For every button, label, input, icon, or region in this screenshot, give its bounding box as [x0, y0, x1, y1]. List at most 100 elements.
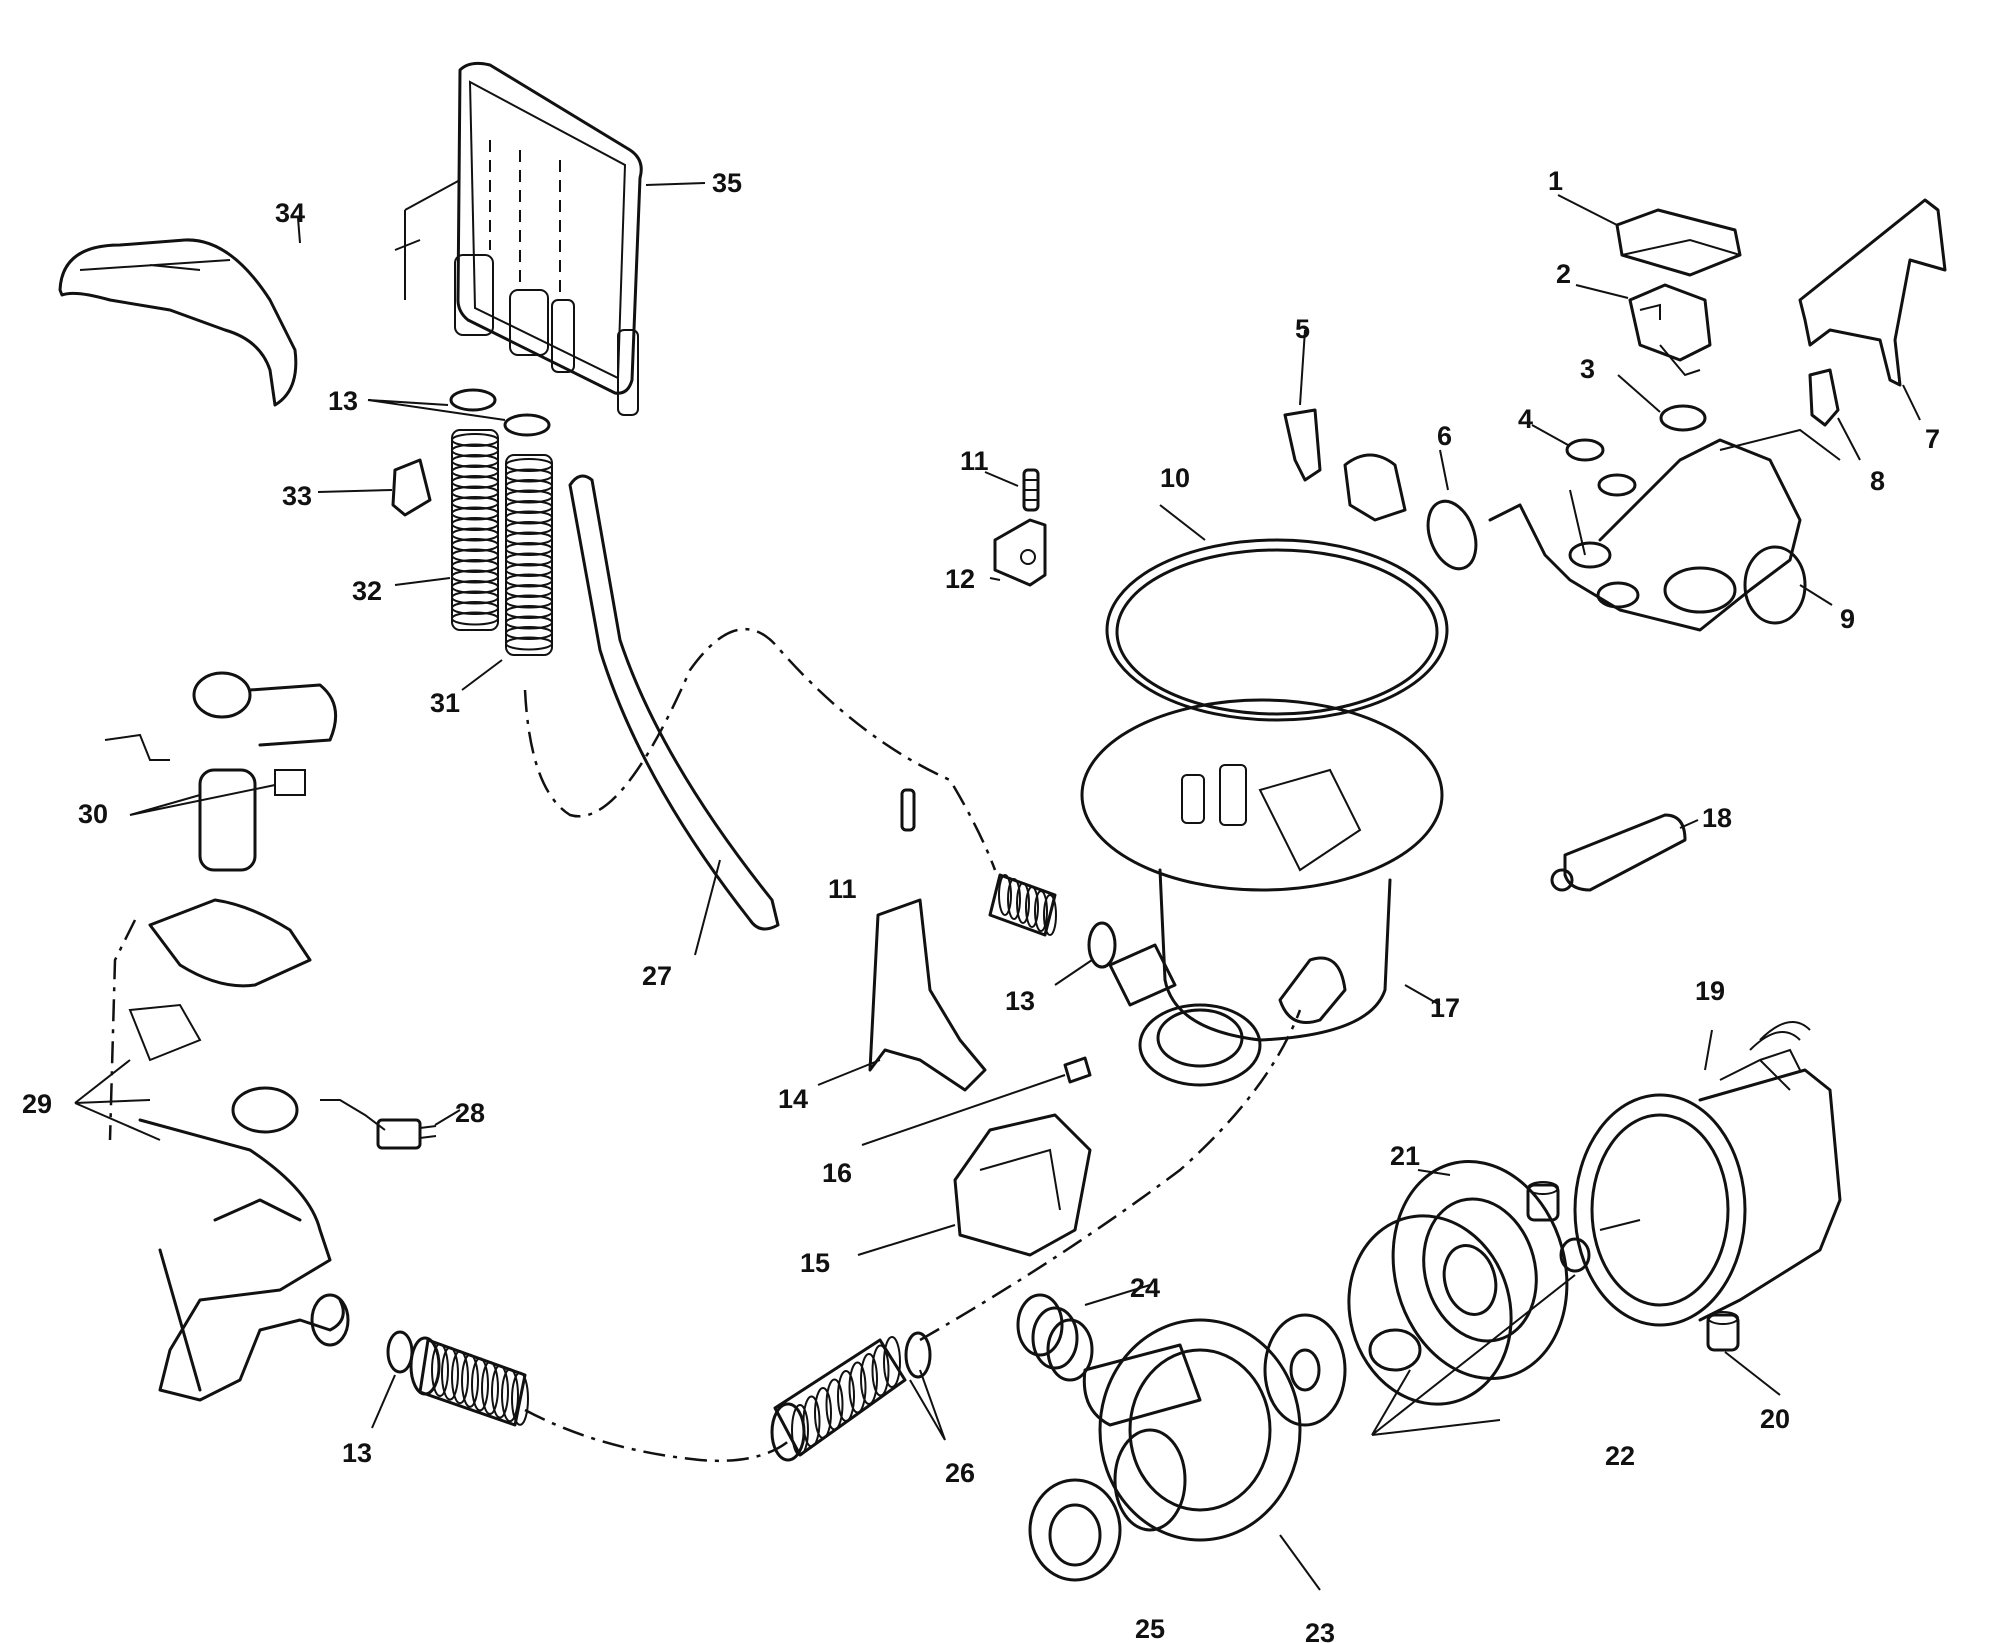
callout-25: 25: [1135, 1614, 1165, 1643]
coil-ring: [505, 594, 553, 609]
part-13-mid-hose: [988, 873, 1117, 969]
callout-16: 16: [822, 1158, 852, 1188]
callout-26: 26: [945, 1458, 975, 1488]
coil-ring: [431, 1343, 449, 1397]
coil-ring: [451, 1350, 469, 1405]
hose-ribs: [431, 874, 1057, 1456]
callout-32: 32: [352, 576, 382, 606]
leader-lines: [74, 182, 1921, 1591]
callout-31: 31: [430, 688, 460, 718]
coil-ring: [814, 1387, 832, 1439]
callout-33: 33: [282, 481, 312, 511]
coil-ring: [501, 1368, 519, 1423]
bellows-coils: [451, 433, 553, 651]
coil-ring: [451, 443, 499, 458]
coil-ring: [1007, 878, 1021, 920]
coil-ring: [451, 590, 499, 605]
callout-22: 22: [1605, 1441, 1635, 1471]
coil-ring: [883, 1336, 901, 1388]
callout-11-upper: 11: [960, 446, 989, 476]
part-4-oring: [1565, 438, 1637, 497]
part-22-seal-ring: [1347, 1214, 1591, 1406]
coil-ring: [451, 517, 499, 531]
coil-ring: [451, 538, 499, 552]
coil-ring: [837, 1370, 855, 1422]
part-25-coupling: [1028, 1478, 1122, 1582]
part-27-hose: [568, 474, 780, 931]
part-15-drain-pump: [953, 1113, 1092, 1257]
coil-ring: [451, 559, 499, 573]
part-13-top-orings: [449, 388, 551, 437]
part-21-pump-housing: [1391, 1159, 1569, 1381]
part-10-gasket: [1105, 538, 1449, 722]
coil-ring: [451, 548, 499, 563]
callout-15: 15: [800, 1248, 830, 1278]
callout-21: 21: [1390, 1141, 1420, 1171]
callout-7: 7: [1925, 424, 1940, 454]
coil-ring: [451, 475, 499, 489]
coil-ring: [505, 605, 553, 619]
coil-ring: [505, 584, 553, 598]
part-8-clip: [1808, 368, 1840, 427]
part-24-spring: [1016, 1293, 1094, 1382]
coil-ring: [1025, 886, 1039, 928]
routing-lines: [108, 627, 1302, 1463]
coil-ring: [505, 552, 553, 567]
part-18-heater: [1550, 813, 1687, 892]
part-1-cap: [1615, 208, 1742, 277]
callout-24: 24: [1130, 1273, 1160, 1303]
part-5-clip: [1283, 408, 1322, 482]
coil-ring: [505, 573, 553, 588]
part-29-valve-assembly: [128, 898, 350, 1402]
part-12-bracket: [993, 518, 1047, 587]
coil-ring: [505, 479, 553, 493]
callout-13-bottom: 13: [342, 1438, 372, 1468]
part-7-cover-bracket: [1798, 198, 1947, 387]
part-35-manifold: [394, 61, 643, 416]
part-9-valve-body: [1488, 428, 1841, 632]
impeller: [1263, 1313, 1347, 1427]
part-13-lower-oring: [386, 1330, 414, 1374]
callout-4: 4: [1518, 404, 1533, 434]
callout-11-lower: 11: [828, 874, 857, 904]
callout-12: 12: [945, 564, 975, 594]
coil-ring: [505, 626, 553, 640]
coil-ring: [505, 615, 553, 630]
coil-ring: [505, 531, 553, 546]
coil-ring: [451, 485, 499, 500]
coil-ring: [1043, 894, 1057, 936]
coil-ring: [441, 1346, 459, 1401]
callout-18: 18: [1702, 803, 1732, 833]
callout-8: 8: [1870, 466, 1885, 496]
coil-ring: [998, 874, 1012, 916]
coil-ring: [471, 1357, 489, 1412]
coil-ring: [825, 1378, 844, 1431]
callout-5: 5: [1295, 314, 1310, 344]
coil-ring: [451, 527, 499, 542]
coil-ring: [451, 506, 499, 521]
coil-ring: [871, 1344, 890, 1397]
callout-1: 1: [1548, 166, 1563, 196]
part-23-impeller-housing: [1082, 1318, 1302, 1542]
coil-ring: [860, 1353, 878, 1405]
coil-ring: [802, 1395, 821, 1448]
coil-ring: [1016, 882, 1030, 924]
part-6-oring: [1426, 499, 1478, 571]
part-3-oring: [1659, 404, 1707, 432]
callout-14: 14: [778, 1084, 808, 1114]
coil-ring: [505, 510, 553, 525]
coil-ring: [481, 1361, 499, 1415]
part-2-connector: [1628, 283, 1712, 377]
coil-ring: [451, 496, 499, 510]
part-20-grommet-upper: [1526, 1181, 1560, 1222]
coil-ring: [848, 1361, 867, 1414]
part-19-motor: [1573, 1021, 1842, 1327]
coil-ring: [505, 563, 553, 577]
coil-ring: [451, 611, 499, 626]
callout-29: 29: [22, 1089, 52, 1119]
callout-13-mid: 13: [1005, 986, 1035, 1016]
callout-19: 19: [1695, 976, 1725, 1006]
part-11-screw-top: [1022, 468, 1040, 512]
part-32-bellows: [451, 429, 499, 631]
